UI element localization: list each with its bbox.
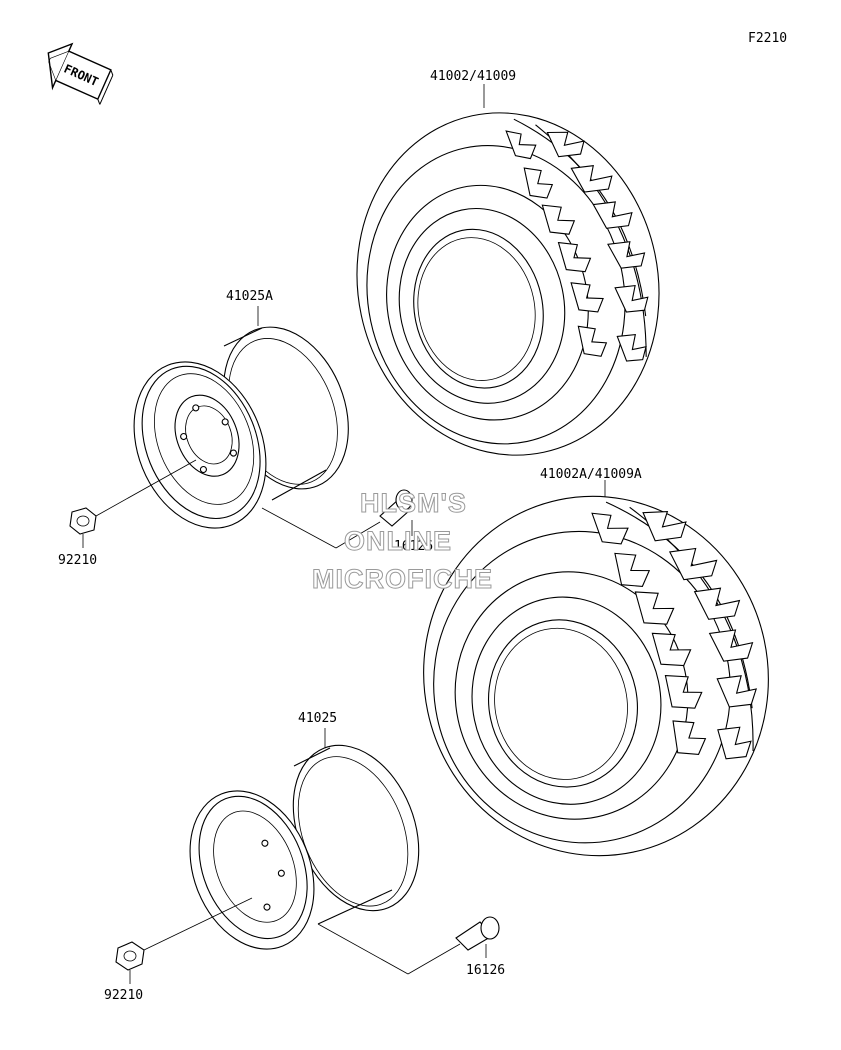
part-label-wheel-top: 41025A xyxy=(226,289,273,304)
tread-pattern-top xyxy=(505,130,649,362)
sheet-code: F2210 xyxy=(748,31,787,46)
tire-top: 41002/41009 xyxy=(356,69,660,456)
watermark: HLSM'S ONLINE MICROFICHE xyxy=(312,488,493,595)
wheel-bottom: 41025 xyxy=(189,711,420,950)
part-label-wheel-bottom: 41025 xyxy=(298,711,337,726)
part-label-tire-bottom: 41002A/41009A xyxy=(540,467,642,482)
valve-top: 16126 xyxy=(261,489,433,554)
tread-pattern-bottom xyxy=(591,510,758,760)
part-label-nut-bottom: 92210 xyxy=(104,988,143,1003)
wheel-top: 41025A xyxy=(133,289,349,529)
watermark-line-2: ONLINE xyxy=(344,526,452,556)
nut-bottom: 92210 xyxy=(104,897,253,1003)
part-label-tire-top: 41002/41009 xyxy=(430,69,516,84)
nut-top: 92210 xyxy=(58,459,197,568)
tire-bottom: 41002A/41009A xyxy=(423,467,769,857)
part-label-valve-bottom: 16126 xyxy=(466,963,505,978)
part-label-nut-top: 92210 xyxy=(58,553,97,568)
front-arrow-icon: FRONT xyxy=(47,42,114,105)
valve-bottom: 16126 xyxy=(317,916,505,978)
watermark-line-3: MICROFICHE xyxy=(312,564,493,594)
watermark-line-1: HLSM'S xyxy=(360,488,467,518)
part-label-valve-top: 16126 xyxy=(394,539,433,554)
